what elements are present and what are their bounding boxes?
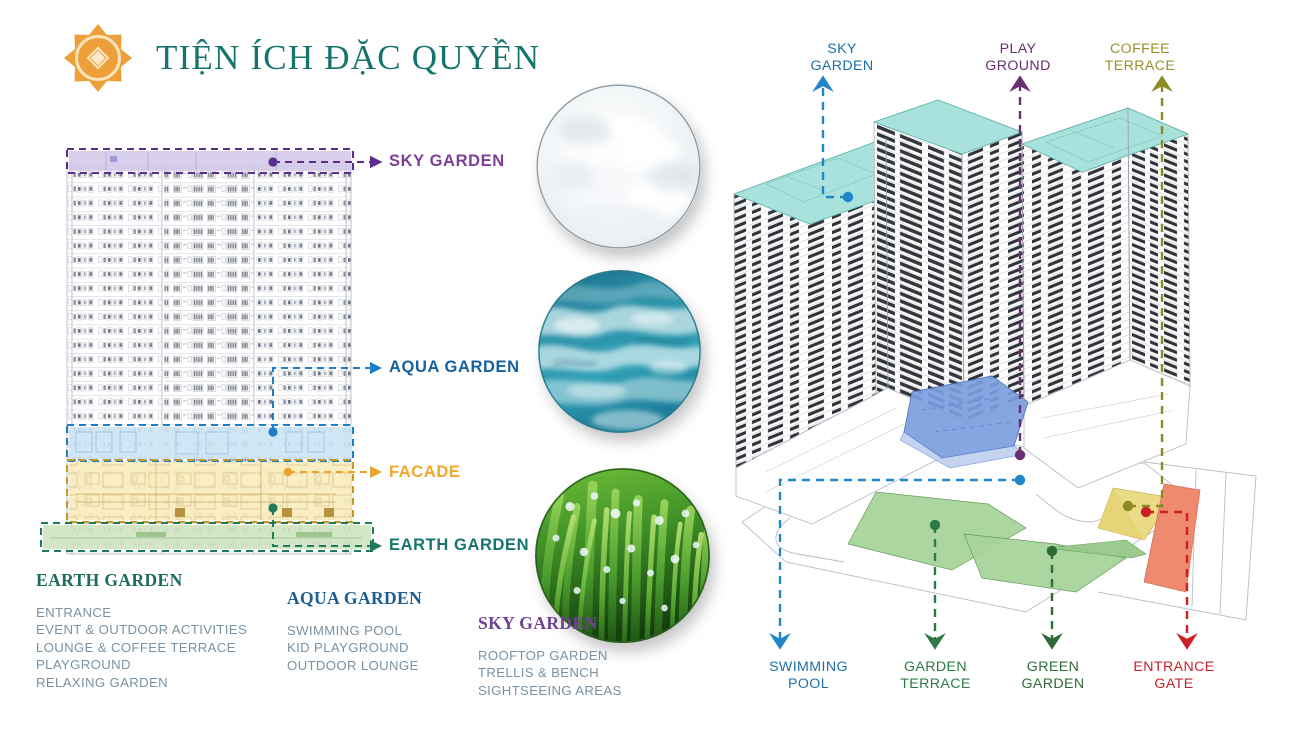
list-item: PLAYGROUND [36, 657, 131, 673]
list-item: OUTDOOR LOUNGE [287, 657, 419, 673]
callout-line-1: ENTRANCE [1133, 659, 1215, 675]
callout-line-1: SKY [827, 41, 857, 57]
legend-sky-garden: SKY GARDEN ROOFTOP GARDEN TRELLIS & BENC… [478, 613, 622, 699]
label-earth-garden: EARTH GARDEN [389, 536, 530, 554]
callout-line-1: GARDEN [903, 659, 968, 675]
legend-heading: AQUA GARDEN [287, 588, 423, 608]
list-item: TRELLIS & BENCH [478, 665, 600, 681]
legend-heading: EARTH GARDEN [36, 570, 183, 590]
callout-coffee-terrace: COFFEE TERRACE [1090, 41, 1190, 75]
legend-earth-garden: EARTH GARDEN ENTRANCE EVENT & OUTDOOR AC… [36, 570, 247, 691]
sun-star-logo-icon [64, 24, 132, 92]
label-sky-garden: SKY GARDEN [389, 152, 505, 170]
photo-aqua-water [538, 270, 701, 433]
callout-line-2: TERRACE [1104, 58, 1176, 74]
callout-swimming-pool: SWIMMING POOL [756, 659, 861, 693]
list-item: KID PLAYGROUND [287, 640, 409, 656]
callout-line-2: GROUND [985, 58, 1051, 74]
callout-sky-garden: SKY GARDEN [795, 41, 889, 75]
legend-list: SWIMMING POOL KID PLAYGROUND OUTDOOR LOU… [287, 622, 422, 674]
callout-entrance-gate: ENTRANCE GATE [1124, 659, 1224, 693]
callout-line-1: COFFEE [1110, 41, 1170, 57]
callout-line-2: GARDEN [810, 58, 874, 74]
photo-earth-grass [535, 468, 710, 643]
legend-list: ROOFTOP GARDEN TRELLIS & BENCH SIGHTSEEI… [478, 647, 622, 699]
legend-heading: SKY GARDEN [478, 613, 598, 633]
list-item: SIGHTSEEING AREAS [478, 682, 622, 698]
legend-list: ENTRANCE EVENT & OUTDOOR ACTIVITIES LOUN… [36, 604, 247, 691]
callout-line-2: TERRACE [900, 676, 971, 692]
photo-sky-clouds [536, 84, 701, 249]
callout-green-garden: GREEN GARDEN [1008, 659, 1098, 693]
building-elevation-diagram [36, 140, 381, 560]
list-item: SWIMMING POOL [287, 623, 403, 638]
legend-aqua-garden: AQUA GARDEN SWIMMING POOL KID PLAYGROUND… [287, 588, 422, 674]
list-item: ENTRANCE [36, 605, 112, 620]
list-item: EVENT & OUTDOOR ACTIVITIES [36, 622, 248, 638]
callout-line-1: GREEN [1026, 659, 1080, 675]
list-item: RELAXING GARDEN [36, 674, 169, 690]
callout-line-2: POOL [787, 676, 830, 692]
callout-line-2: GATE [1154, 676, 1194, 692]
callout-line-2: GARDEN [1021, 676, 1085, 692]
callout-garden-terrace: GARDEN TERRACE [888, 659, 983, 693]
callout-line-1: PLAY [999, 41, 1037, 57]
isometric-building-render [726, 92, 1296, 637]
label-aqua-garden: AQUA GARDEN [389, 358, 520, 376]
page-header: TIỆN ÍCH ĐẶC QUYỀN [62, 22, 540, 94]
label-facade: FACADE [389, 463, 461, 481]
callout-play-ground: PLAY GROUND [968, 41, 1068, 75]
list-item: ROOFTOP GARDEN [478, 648, 608, 663]
list-item: LOUNGE & COFFEE TERRACE [36, 639, 236, 655]
page-title: TIỆN ÍCH ĐẶC QUYỀN [156, 38, 541, 77]
callout-line-1: SWIMMING [769, 659, 848, 675]
